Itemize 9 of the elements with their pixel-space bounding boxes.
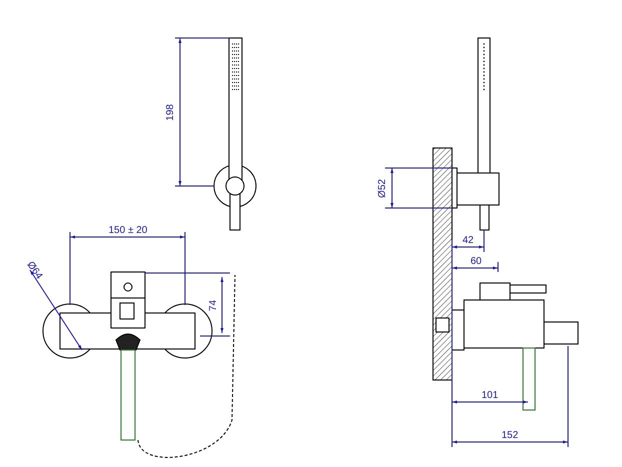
dimension-label: Ø64 (24, 259, 44, 281)
dimension-label: 60 (470, 256, 482, 266)
dimension-label: 198 (164, 104, 176, 120)
dimension-label: 150 ± 20 (108, 224, 148, 236)
dimension-label: 152 (502, 430, 518, 440)
dimension-label: 74 (208, 299, 219, 311)
dimension-label: 101 (482, 390, 498, 400)
dimension-label: 42 (462, 234, 474, 246)
dimension-label: Ø52 (376, 178, 388, 198)
